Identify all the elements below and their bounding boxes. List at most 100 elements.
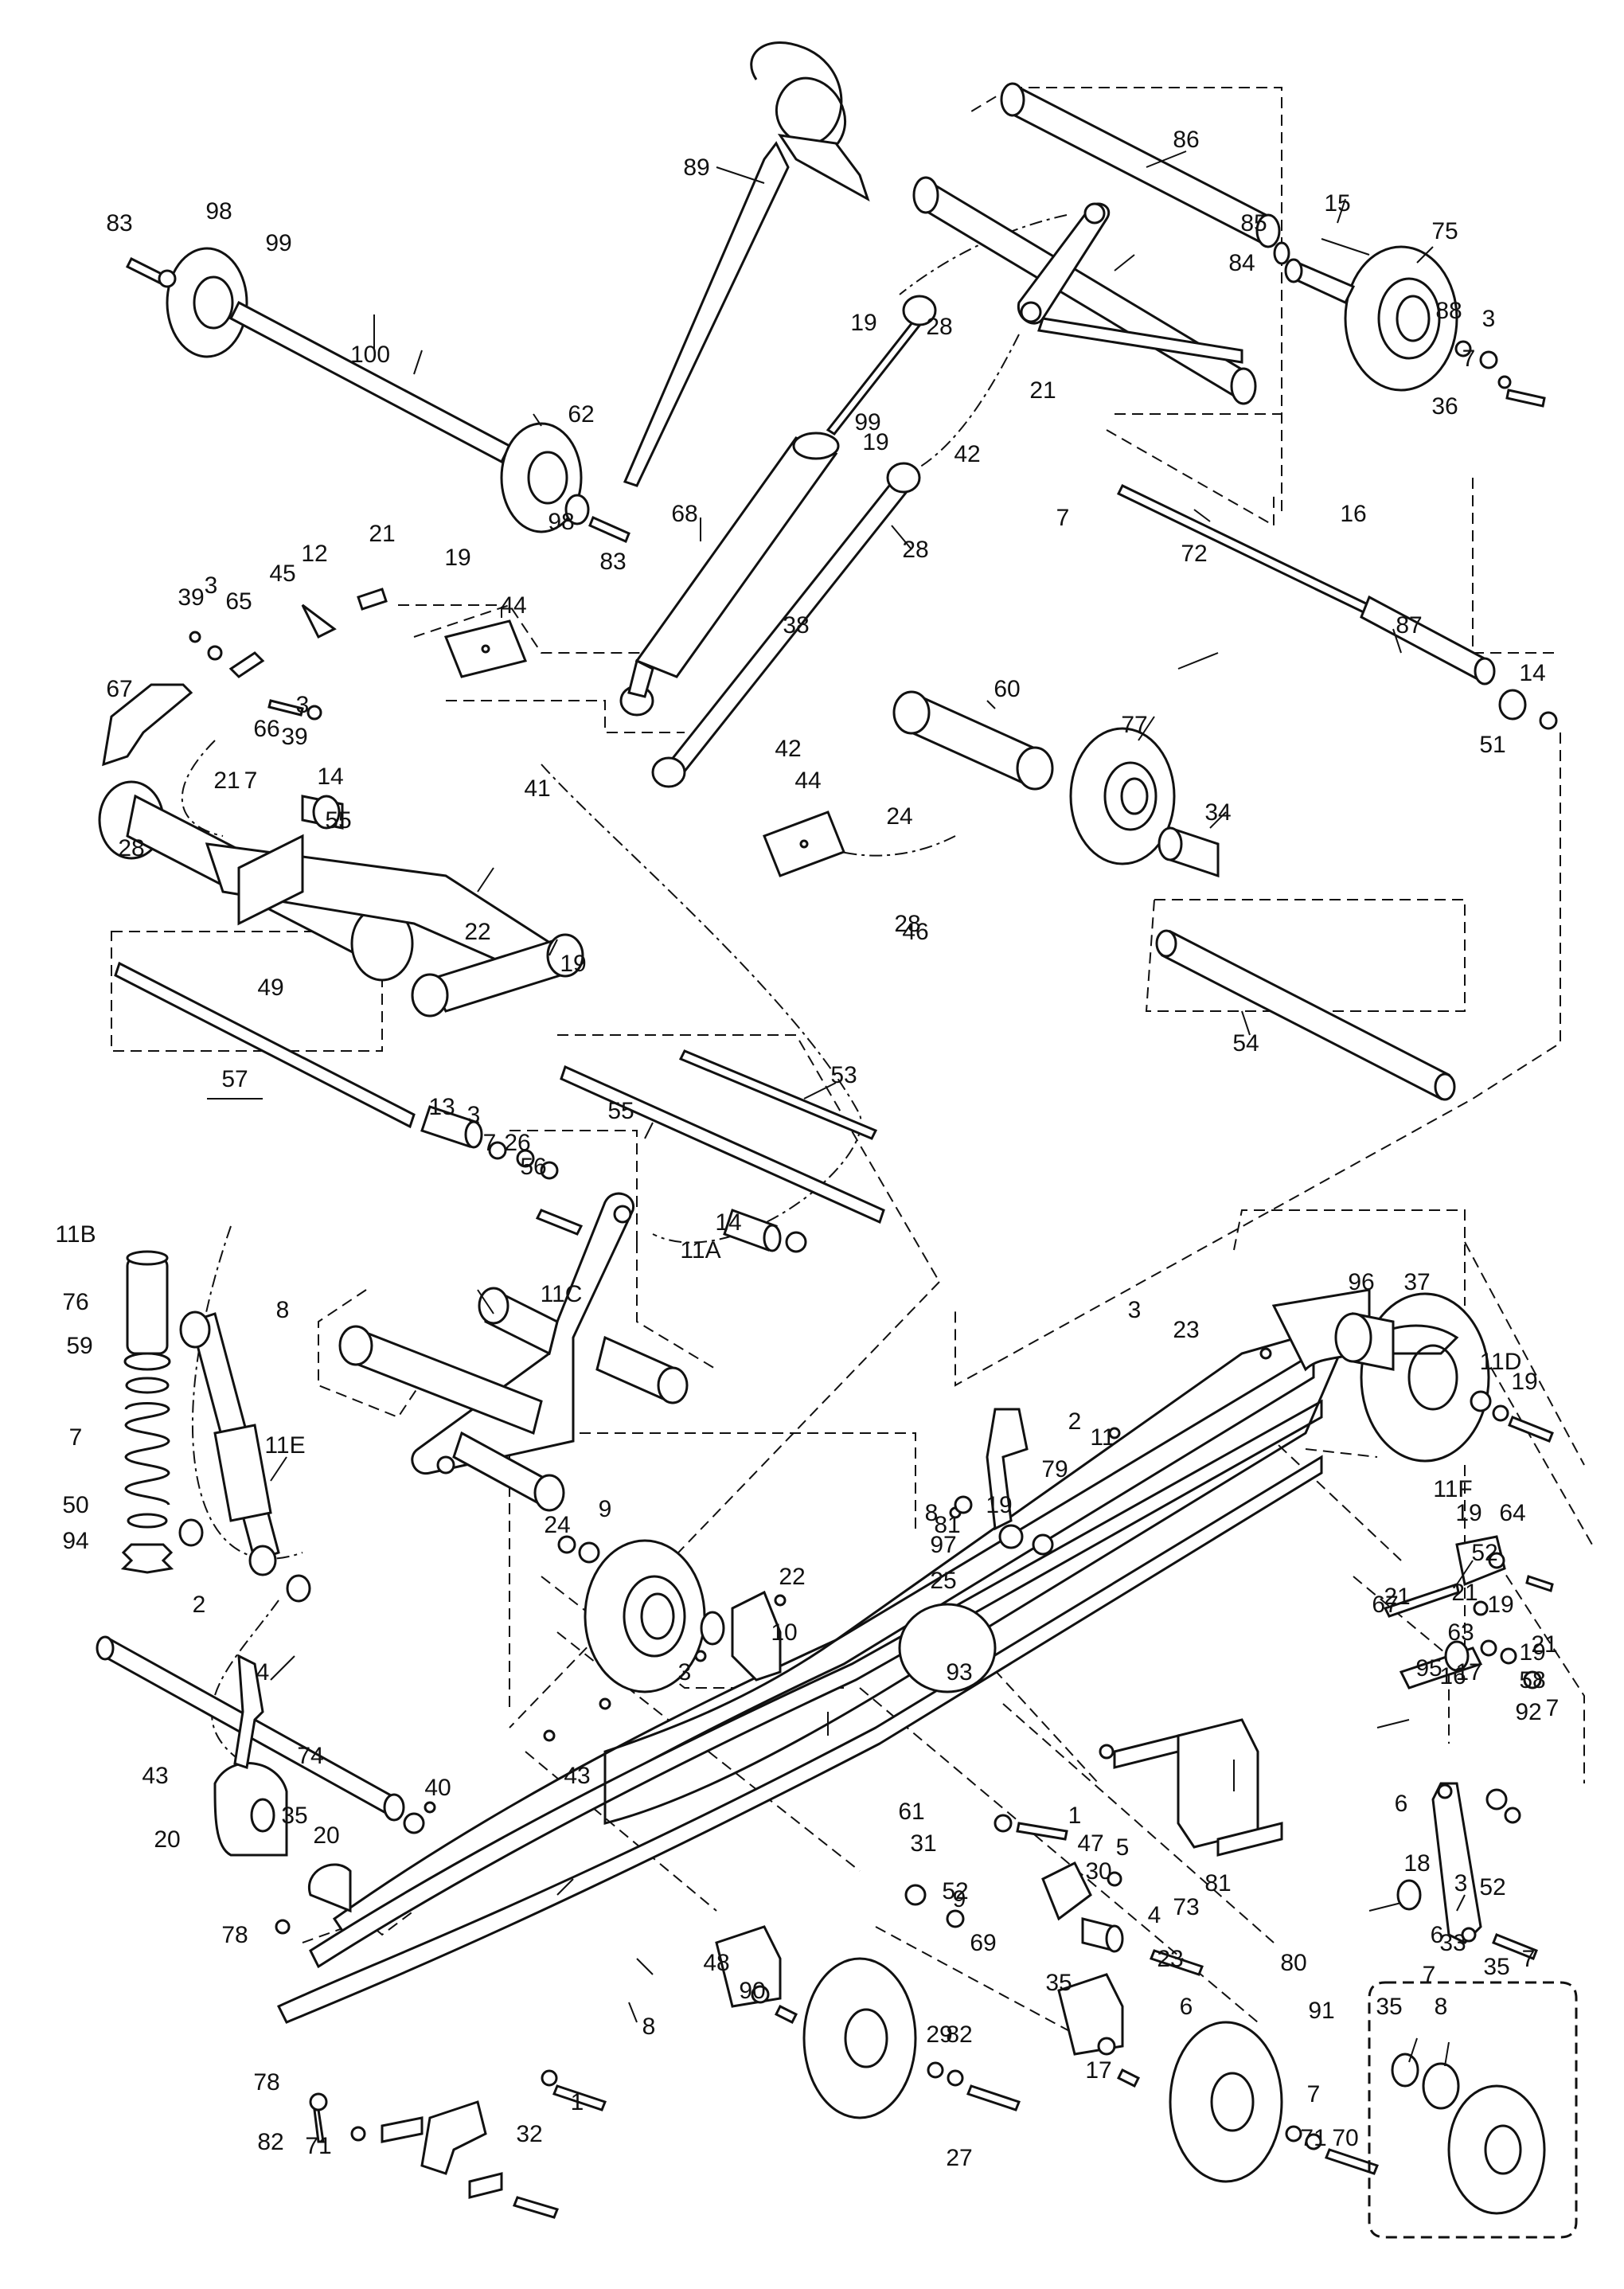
part-callout-label: 22: [779, 1564, 805, 1590]
part-callout-label: 78: [253, 2069, 279, 2096]
part-callout-label: 53: [830, 1062, 857, 1088]
part-callout-label: 16: [1340, 501, 1366, 527]
part-callout-label: 8: [1435, 1994, 1448, 2020]
leader-lines: [207, 150, 1474, 2067]
part-callout-label: 42: [775, 736, 801, 762]
block-74: [994, 1718, 1283, 1857]
part-callout-label: 84: [1228, 250, 1255, 276]
rear-arm-76: [338, 1192, 689, 1512]
part-callout-label: 3: [205, 572, 218, 599]
part-callout-label: 81: [1204, 1870, 1231, 1896]
part-callout-label: 67: [1372, 1592, 1398, 1618]
part-callout-label: 7: [244, 768, 258, 794]
part-callout-label: 11: [1090, 1424, 1115, 1451]
part-callout-label: 24: [544, 1512, 570, 1538]
block-69-spacer-73: [904, 1861, 1204, 1976]
shock-absorber-68: [619, 295, 937, 717]
part-callout-label: 24: [886, 803, 912, 830]
part-callout-label: 6: [1180, 1994, 1193, 2020]
part-callout-label: 19: [862, 429, 888, 455]
part-callout-label: 19: [560, 951, 586, 977]
part-callout-label: 19: [986, 1492, 1012, 1518]
part-callout-label: 28: [894, 911, 920, 937]
part-callout-label: 7: [1423, 1962, 1436, 1988]
roller-wheel-spacer: [892, 690, 1456, 1101]
part-callout-label: 19: [1455, 1500, 1482, 1526]
part-callout-label: 3: [678, 1659, 692, 1686]
part-callout-label: 86: [1173, 127, 1199, 153]
part-callout-label: 7: [1056, 505, 1070, 531]
part-callout-label: 42: [954, 441, 980, 467]
part-callout-label: 15: [1324, 190, 1350, 217]
part-callout-label: 66: [253, 716, 279, 742]
part-callout-label: 32: [516, 2121, 542, 2147]
part-callout-label: 1: [1068, 1803, 1082, 1829]
part-callout-label: 94: [62, 1528, 88, 1554]
part-callout-label: 8: [276, 1297, 290, 1323]
part-callout-label: 5: [1116, 1834, 1130, 1861]
part-callout-label: 14: [715, 1209, 741, 1236]
rear-shock-11: [120, 1250, 311, 1603]
part-callout-label: 47: [1077, 1830, 1103, 1857]
part-callout-label: 3: [1454, 1870, 1468, 1896]
part-callout-label: 27: [946, 2145, 972, 2171]
part-callout-label: 19: [850, 310, 876, 336]
part-callout-label: 72: [1181, 541, 1207, 567]
part-callout-label: 7: [1546, 1695, 1560, 1721]
part-callout-label: 23: [1157, 1946, 1183, 1972]
part-callout-label: 49: [257, 975, 283, 1001]
part-callout-label: 7: [69, 1424, 83, 1451]
part-callout-label: 18: [1403, 1850, 1430, 1877]
part-callout-label: 14: [1519, 660, 1545, 686]
lower-wheels-78: [715, 1925, 1379, 2183]
part-callout-label: 23: [1173, 1317, 1199, 1343]
part-callout-label: 52: [942, 1878, 968, 1904]
wheel-96: [1334, 1292, 1554, 1463]
part-callout-label: 75: [1431, 218, 1458, 244]
part-callout-label: 19: [1519, 1639, 1545, 1666]
part-callout-label: 17: [1455, 1659, 1482, 1686]
part-callout-label: 87: [1396, 612, 1422, 639]
slide-rail: [276, 1288, 1371, 2024]
part-callout-label: 3: [1128, 1297, 1142, 1323]
part-callout-label: 11B: [55, 1221, 96, 1248]
part-callout-label: 1: [571, 2089, 584, 2115]
part-callout-label: 8: [642, 2014, 656, 2040]
part-callout-label: 29: [926, 2021, 952, 2048]
part-callout-label: 35: [281, 1803, 307, 1829]
part-callout-label: 99: [854, 409, 880, 436]
part-callout-label: 60: [994, 676, 1020, 702]
front-arm-46: [98, 780, 584, 1018]
part-callout-label: 41: [524, 775, 550, 802]
part-callout-label: 7: [483, 1130, 497, 1156]
axle-72-87: [1116, 484, 1558, 730]
part-callout-label: 8: [925, 1500, 939, 1526]
part-callout-label: 95: [1415, 1655, 1442, 1682]
part-callout-label: 3: [1482, 306, 1496, 332]
torsion-spring: [623, 41, 870, 487]
part-callout-label: 7: [1522, 1946, 1536, 1972]
part-callout-label: 99: [265, 230, 291, 256]
part-callout-label: 90: [739, 1978, 765, 2004]
part-callout-label: 71: [305, 2133, 331, 2159]
wheel-64: [557, 1535, 782, 1693]
part-callout-label: 3: [296, 692, 310, 718]
part-callout-label: 21: [1029, 377, 1056, 404]
part-callout-label: 2: [193, 1592, 206, 1618]
front-axle-58: [96, 1635, 425, 1857]
link-38: [651, 462, 921, 788]
part-callout-label: 36: [1431, 393, 1458, 420]
idler-wheel-75: [1273, 241, 1546, 408]
part-callout-label: 21: [369, 521, 395, 547]
part-callout-label: 22: [464, 919, 490, 945]
part-callout-label: 13: [428, 1094, 455, 1120]
part-callout-label: 63: [1447, 1619, 1474, 1646]
part-callout-label: 97: [930, 1532, 956, 1558]
link-80-61: [1396, 1639, 1542, 1960]
bracket-79: [954, 1408, 1054, 1556]
part-callout-label: 21: [213, 768, 240, 794]
part-callout-label: 98: [205, 198, 232, 225]
part-callout-label: 85: [1240, 210, 1267, 236]
part-callout-label: 11F: [1433, 1476, 1472, 1502]
part-callout-label: 34: [1204, 799, 1231, 826]
